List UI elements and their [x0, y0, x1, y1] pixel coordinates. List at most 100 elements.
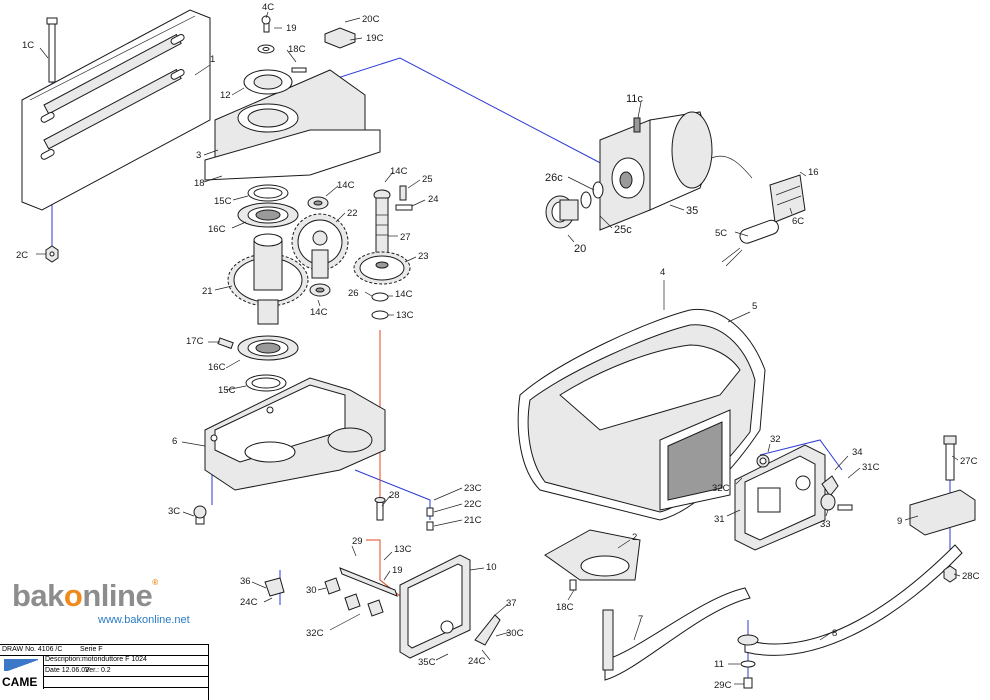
logo-o-mark: o — [63, 578, 83, 613]
seal-26c — [592, 181, 604, 199]
label-13C-lower: 13C — [394, 544, 412, 555]
part-labels: 1C 4C 19 20C 19C 18C 1 12 3 18 15C 14C 1… — [16, 2, 980, 691]
shaft-19 — [339, 567, 398, 597]
worm-gear-23 — [353, 251, 411, 285]
title-row-2: Description:motoriduttore F 1024 — [43, 655, 208, 666]
washer-19 — [257, 44, 275, 54]
label-5: 5 — [752, 301, 757, 312]
logo-part-b: nline — [82, 578, 153, 613]
label-6C: 6C — [792, 216, 804, 227]
label-23C: 23C — [464, 483, 482, 494]
screw-18c-lower — [569, 579, 577, 591]
main-gear-21 — [227, 233, 309, 325]
label-20: 20 — [574, 243, 586, 255]
label-32C-lower: 32C — [306, 628, 324, 639]
screw-18c — [291, 67, 307, 73]
bearing-14c-a — [307, 196, 329, 210]
mounting-plate — [21, 9, 211, 211]
label-22C: 22C — [464, 499, 482, 510]
version: Ver.: 0.2 — [85, 667, 111, 674]
label-1C: 1C — [22, 40, 34, 51]
title-row-4 — [43, 677, 208, 688]
release-pin-28 — [374, 497, 386, 521]
label-25c: 25c — [614, 224, 632, 236]
lock-33 — [820, 493, 853, 511]
label-31C: 31C — [862, 462, 880, 473]
bearing-16c-upper — [237, 202, 299, 228]
label-15C-upper: 15C — [214, 196, 232, 207]
seal-ring-15c-lower — [245, 374, 287, 392]
label-9: 9 — [897, 516, 902, 527]
capacitor-5c — [721, 219, 779, 267]
label-14C-d: 14C — [395, 289, 413, 300]
washer-11 — [740, 660, 756, 668]
label-36: 36 — [240, 576, 251, 587]
motor — [599, 111, 753, 231]
label-5C: 5C — [715, 228, 727, 239]
label-8: 8 — [832, 628, 837, 639]
cover-plate-2 — [544, 529, 641, 581]
label-3C: 3C — [168, 506, 180, 517]
knob-32 — [756, 454, 770, 468]
label-30C: 30C — [506, 628, 524, 639]
label-27: 27 — [400, 232, 411, 243]
pinion-20 — [545, 195, 579, 229]
label-28: 28 — [389, 490, 400, 501]
seal-ring-15c-upper — [247, 184, 289, 202]
label-17C: 17C — [186, 336, 204, 347]
label-24C-b: 24C — [468, 656, 486, 667]
logo-url: www.bakonline.net — [98, 614, 190, 626]
label-15C-lower: 15C — [218, 385, 236, 396]
panel-31 — [734, 444, 826, 551]
key-24 — [395, 204, 413, 211]
label-16C-upper: 16C — [208, 224, 226, 235]
screw-29c — [743, 677, 753, 689]
key-37 — [474, 614, 501, 646]
housing-cover — [517, 308, 766, 521]
bakonline-logo: bakonline® www.bakonline.net — [12, 578, 252, 630]
label-11c: 11c — [626, 93, 643, 105]
drawing-number: DRAW No. 4106 /C — [2, 646, 63, 653]
washer-26 — [371, 292, 389, 302]
screws-23c-22c-21c — [426, 507, 434, 531]
label-7: 7 — [638, 614, 643, 625]
worm-shaft-27 — [373, 189, 391, 257]
series: Serie F — [80, 646, 103, 653]
label-2: 2 — [632, 532, 637, 543]
label-18C-lower: 18C — [556, 602, 574, 613]
label-35C: 35C — [418, 657, 436, 668]
label-37: 37 — [506, 598, 517, 609]
label-22: 22 — [347, 208, 358, 219]
circlip-13c — [371, 310, 389, 320]
label-35: 35 — [686, 205, 698, 217]
label-19C: 19C — [366, 33, 384, 44]
label-25: 25 — [422, 174, 433, 185]
company-name: CAME — [2, 675, 38, 689]
label-16: 16 — [808, 167, 819, 178]
label-21: 21 — [202, 286, 213, 297]
logo-wordmark: bakonline® — [12, 578, 158, 614]
label-4: 4 — [660, 267, 665, 278]
came-logo-stripe — [4, 659, 38, 671]
label-14C-a: 14C — [337, 180, 355, 191]
label-14C-c: 14C — [310, 307, 328, 318]
bearing-14c-b — [309, 283, 331, 297]
label-24C-a: 24C — [240, 597, 258, 608]
title-block: DRAW No. 4106 /C Serie F CAME Descriptio… — [0, 644, 209, 700]
label-29C: 29C — [714, 680, 732, 691]
label-26c: 26c — [545, 172, 563, 184]
label-24: 24 — [428, 194, 439, 205]
label-32C: 32C — [712, 483, 730, 494]
knob-34 — [821, 475, 839, 497]
label-4C: 4C — [262, 2, 274, 13]
label-23: 23 — [418, 251, 429, 262]
label-14C-b: 14C — [390, 166, 408, 177]
screw-4c — [261, 15, 271, 33]
nut-28c — [943, 565, 957, 583]
arm-8 — [737, 544, 963, 656]
logo-part-a: bak — [12, 578, 64, 613]
long-bolt — [46, 17, 58, 83]
label-30: 30 — [306, 585, 317, 596]
label-3: 3 — [196, 150, 201, 161]
arm-7 — [602, 587, 751, 681]
